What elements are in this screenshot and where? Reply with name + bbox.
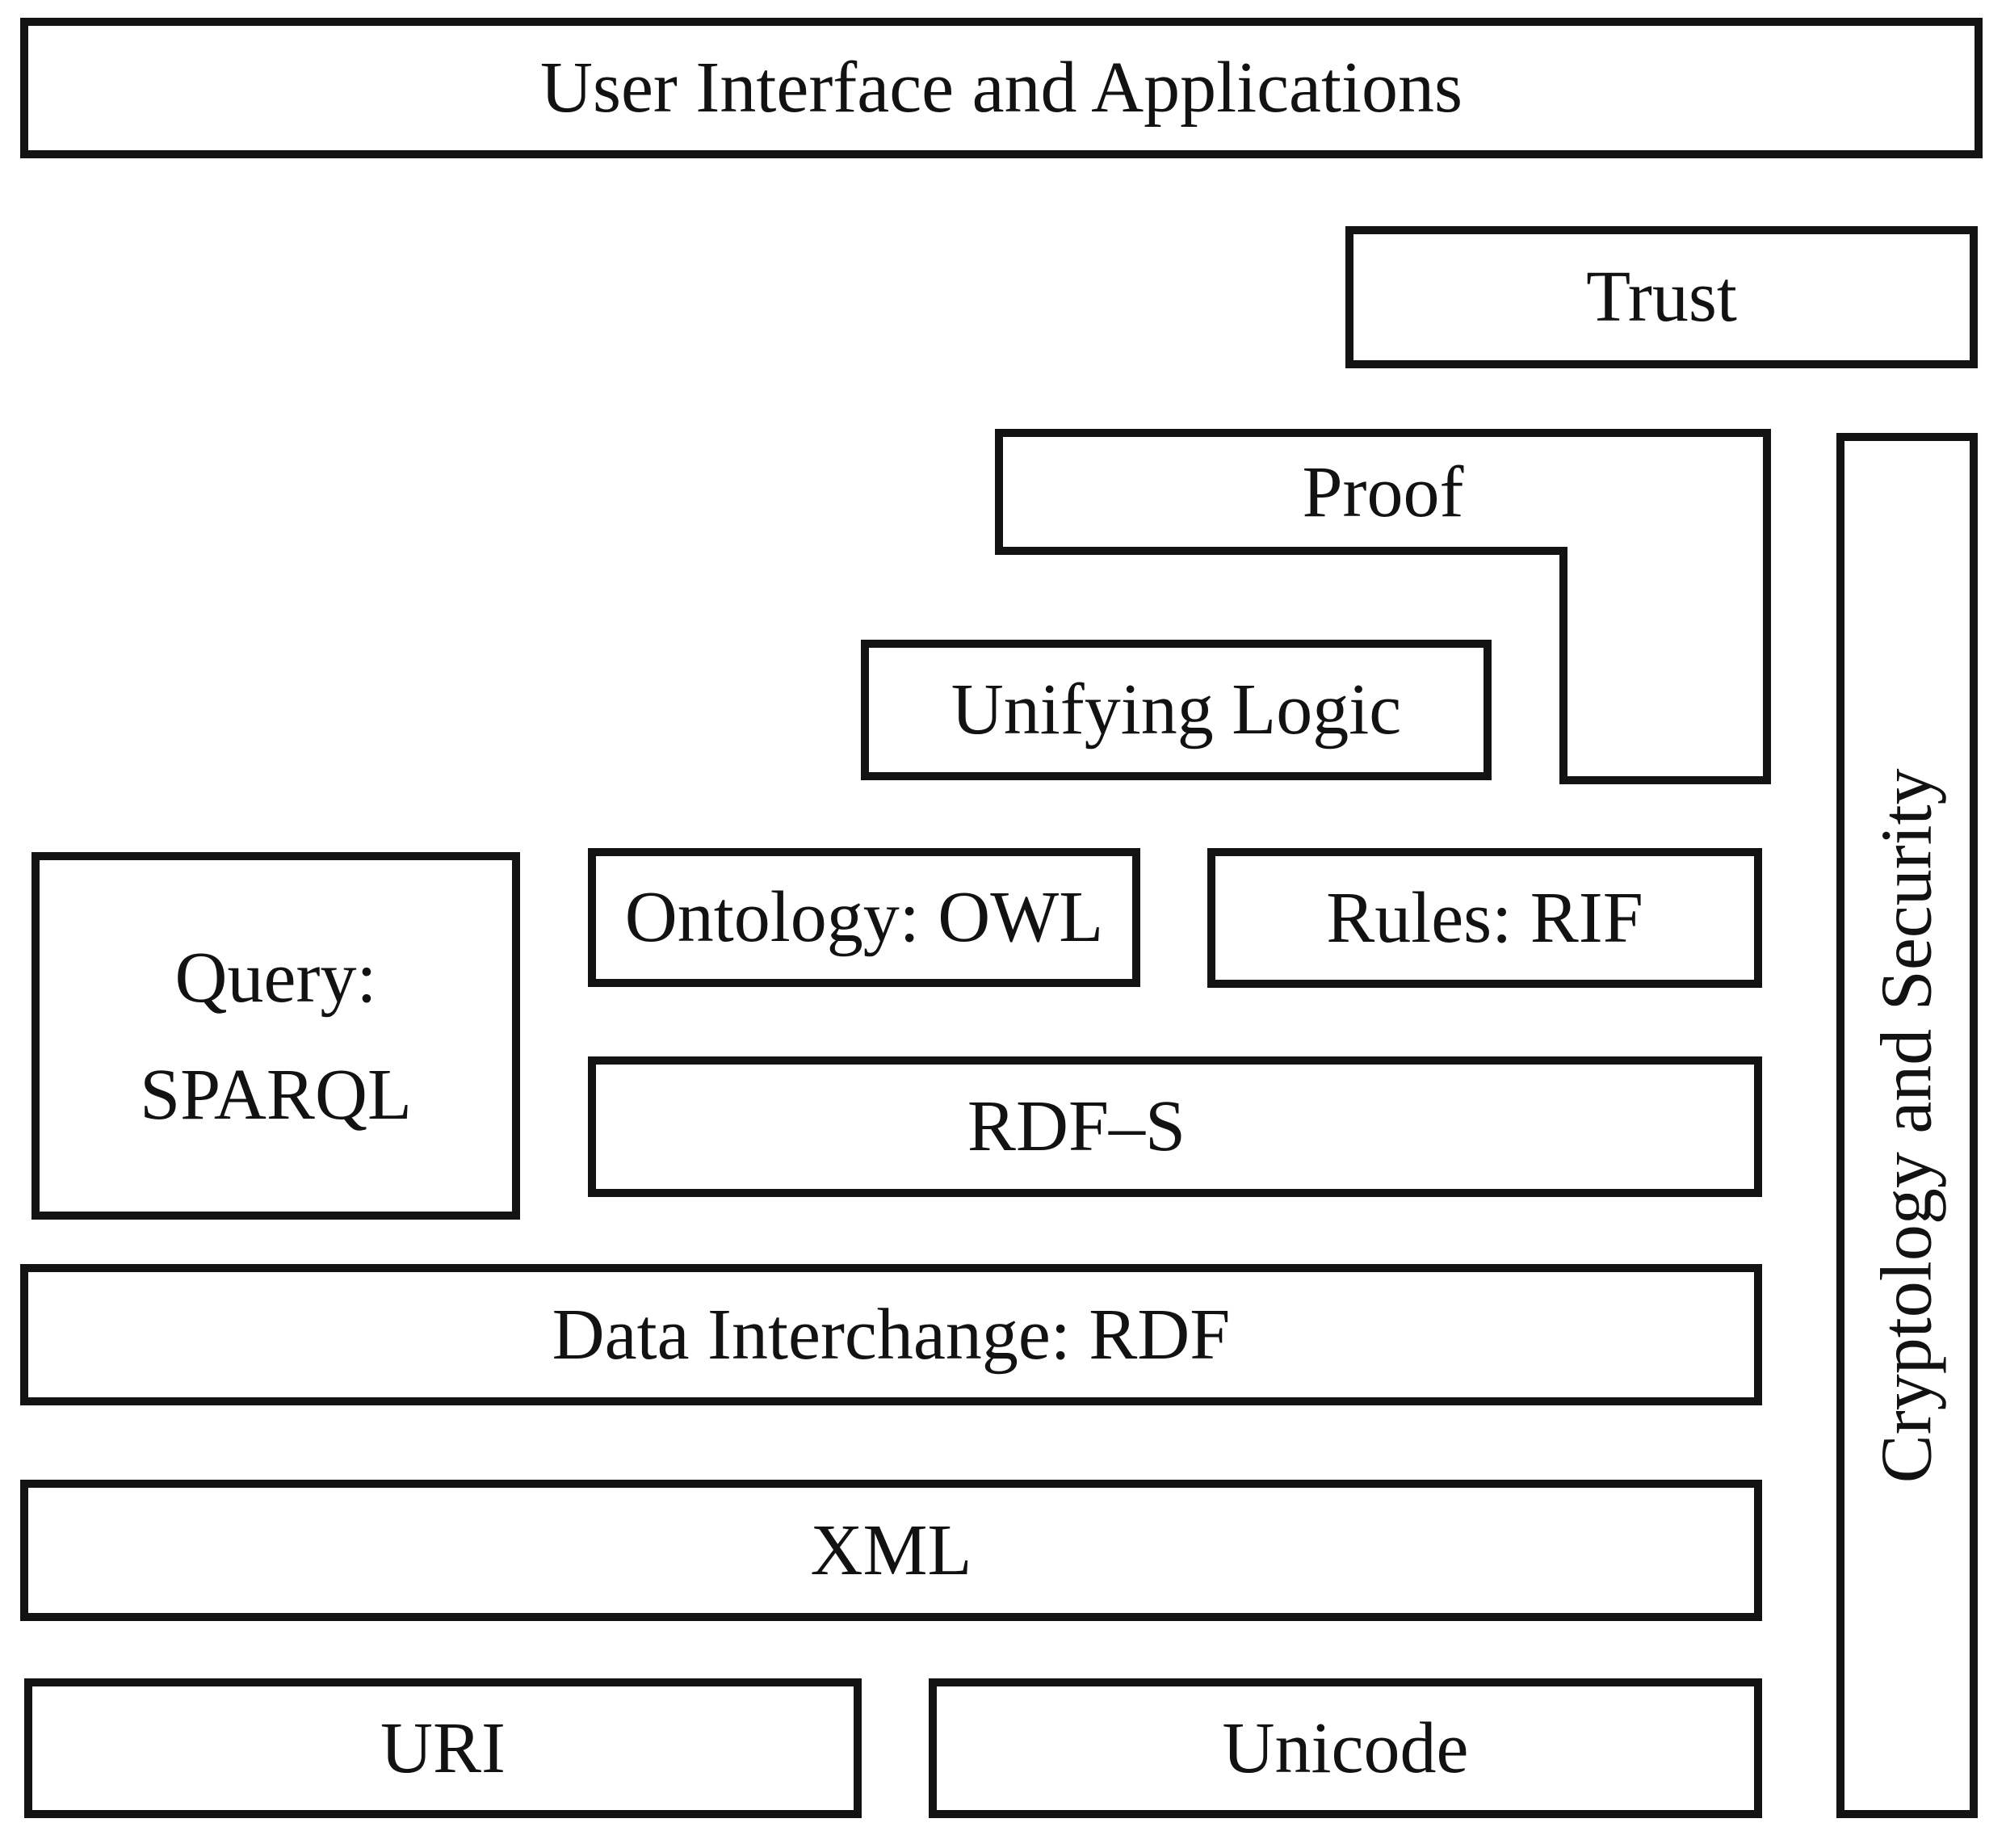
layer-user-interface-and-applications: User Interface and Applications xyxy=(20,18,1983,158)
layer-user-interface-and-applications-label: User Interface and Applications xyxy=(539,48,1463,128)
layer-query-sparql: Query: SPARQL xyxy=(31,852,520,1220)
layer-xml-label: XML xyxy=(810,1510,972,1590)
layer-cryptology-and-security-label: Cryptology and Security xyxy=(1866,768,1947,1483)
layer-proof: Proof xyxy=(999,433,1767,551)
layer-data-interchange-rdf: Data Interchange: RDF xyxy=(20,1264,1762,1405)
layer-ontology-owl: Ontology: OWL xyxy=(588,848,1140,987)
layer-rules-rif-label: Rules: RIF xyxy=(1326,877,1643,958)
layer-rdf-s-label: RDF–S xyxy=(967,1086,1186,1167)
layer-data-interchange-rdf-label: Data Interchange: RDF xyxy=(552,1294,1231,1375)
layer-ontology-owl-label: Ontology: OWL xyxy=(624,877,1104,958)
query-label-line2: SPARQL xyxy=(140,1054,412,1135)
layer-proof-label: Proof xyxy=(1302,452,1464,532)
layer-uri-label: URI xyxy=(380,1707,506,1788)
proof-shape xyxy=(995,429,1771,784)
layer-xml: XML xyxy=(20,1480,1762,1621)
layer-unicode-label: Unicode xyxy=(1222,1707,1469,1788)
layer-trust-label: Trust xyxy=(1586,257,1737,338)
layer-rules-rif: Rules: RIF xyxy=(1207,848,1762,988)
layer-uri: URI xyxy=(24,1678,862,1818)
query-label-line1: Query: xyxy=(174,937,377,1018)
layer-unifying-logic-label: Unifying Logic xyxy=(951,670,1402,750)
layer-unifying-logic: Unifying Logic xyxy=(861,640,1492,780)
layer-rdf-s-label-wrap: RDF–S xyxy=(596,1065,1557,1189)
layer-trust: Trust xyxy=(1345,226,1978,368)
layer-cryptology-and-security: Cryptology and Security xyxy=(1836,433,1978,1818)
layer-query-sparql-label: Query: SPARQL xyxy=(140,919,412,1153)
layer-unicode: Unicode xyxy=(929,1678,1762,1818)
layer-rdf-s: RDF–S xyxy=(588,1056,1762,1197)
proof-outline xyxy=(995,429,1771,784)
